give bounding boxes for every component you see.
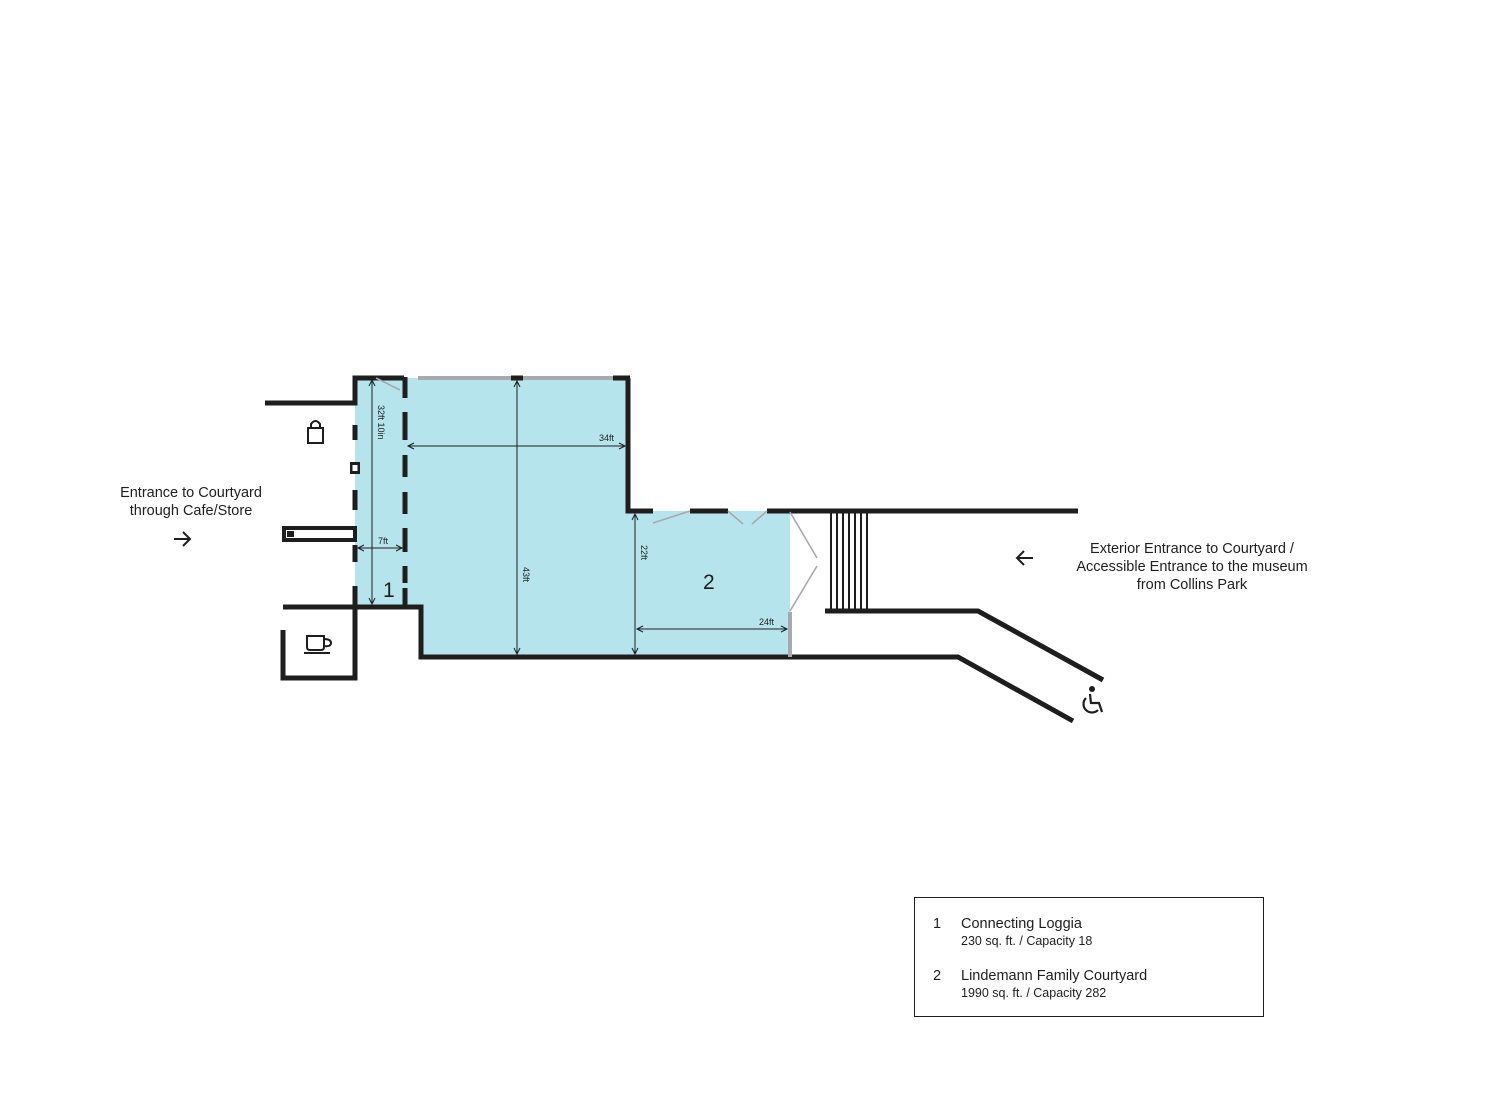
legend-room-name: Lindemann Family Courtyard bbox=[961, 968, 1148, 984]
dim-courtyard-depth: 43ft bbox=[521, 567, 531, 583]
coffee-cup-icon bbox=[304, 635, 333, 654]
room-2-fill bbox=[405, 378, 790, 657]
dim-courtyard-width-top: 34ft bbox=[599, 433, 615, 443]
room-legend: 1 Connecting Loggia 230 sq. ft. / Capaci… bbox=[914, 897, 1264, 1017]
doors bbox=[375, 377, 818, 612]
dim-loggia-width: 7ft bbox=[378, 536, 389, 546]
wheelchair-icon bbox=[1082, 686, 1104, 714]
legend-room-name: Connecting Loggia bbox=[961, 916, 1082, 932]
room-2-number: 2 bbox=[703, 571, 715, 594]
legend-number: 2 bbox=[933, 968, 942, 984]
legend-room-detail: 230 sq. ft. / Capacity 18 bbox=[961, 934, 1093, 948]
legend-room-detail: 1990 sq. ft. / Capacity 282 bbox=[961, 986, 1107, 1000]
exterior-entrance-line-1: Exterior Entrance to Courtyard / bbox=[1090, 541, 1294, 557]
legend-number: 1 bbox=[933, 916, 942, 932]
dimension-lines bbox=[356, 378, 789, 656]
exterior-entrance-line-3: from Collins Park bbox=[1136, 577, 1248, 593]
room-1-fill bbox=[355, 378, 405, 606]
stairs bbox=[830, 511, 868, 611]
exterior-entrance-line-2: Accessible Entrance to the museum bbox=[1076, 559, 1308, 575]
dim-courtyard-east-width: 24ft bbox=[759, 617, 775, 627]
cafe-entrance-line-2: through Cafe/Store bbox=[129, 503, 253, 519]
shopping-bag-icon bbox=[307, 420, 324, 444]
glass-walls bbox=[418, 376, 792, 657]
cafe-entrance-label: Entrance to Courtyard through Cafe/Store bbox=[105, 484, 277, 520]
arrow-right-icon bbox=[174, 531, 192, 547]
cafe-entrance-line-1: Entrance to Courtyard bbox=[120, 485, 262, 501]
dim-courtyard-east-depth: 22ft bbox=[639, 545, 649, 561]
room-1-number: 1 bbox=[383, 579, 395, 602]
exterior-entrance-label: Exterior Entrance to Courtyard / Accessi… bbox=[1052, 540, 1332, 594]
dim-loggia-length: 32ft 10in bbox=[376, 405, 386, 440]
walls bbox=[265, 375, 1105, 724]
arrow-left-icon bbox=[1015, 550, 1033, 566]
